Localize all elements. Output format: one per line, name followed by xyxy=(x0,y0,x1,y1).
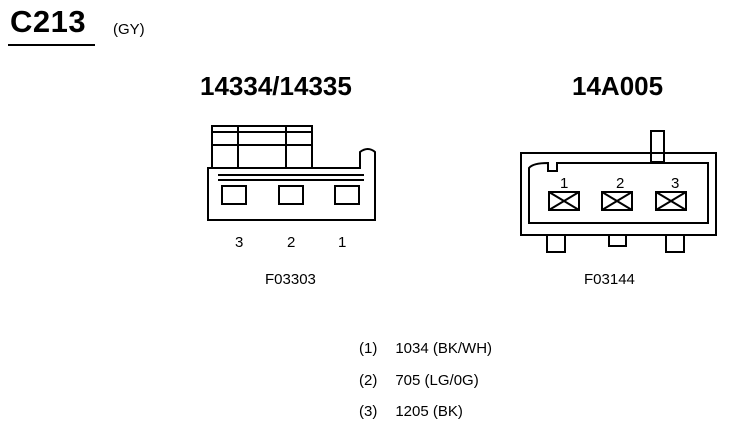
wire-pin: (2) xyxy=(359,372,378,389)
connector-color: (GY) xyxy=(113,21,145,38)
wire-description: 1034 (BK/WH) xyxy=(395,340,493,357)
left-connector-title: 14334/14335 xyxy=(200,71,352,101)
right-pin-label: 1 xyxy=(560,175,569,192)
right-terminal-1 xyxy=(548,191,580,211)
left-cavity-2 xyxy=(278,185,304,205)
right-connector-title: 14A005 xyxy=(572,71,664,101)
right-connector-foot-right xyxy=(665,234,685,253)
left-pin-label: 1 xyxy=(338,234,347,251)
wire-row: (2) 705 (LG/0G) xyxy=(359,372,479,390)
wire-pin: (3) xyxy=(359,403,378,420)
connector-id: C213 xyxy=(10,4,87,39)
wire-row: (1) 1034 (BK/WH) xyxy=(359,340,492,358)
right-connector-foot-middle xyxy=(608,234,627,247)
right-connector-inner xyxy=(528,161,709,224)
right-connector-drawing xyxy=(520,130,717,253)
right-connector-foot-left xyxy=(546,234,566,253)
right-terminal-3 xyxy=(655,191,687,211)
wire-description: 705 (LG/0G) xyxy=(395,372,479,389)
wire-row: (3) 1205 (BK) xyxy=(359,403,463,421)
right-figure-code: F03144 xyxy=(584,271,635,288)
right-pin-label: 3 xyxy=(671,175,680,192)
left-connector-drawing xyxy=(207,125,376,221)
left-pin-label: 3 xyxy=(235,234,244,251)
left-connector-body xyxy=(207,148,376,221)
left-cavity-3 xyxy=(221,185,247,205)
connector-id-underline xyxy=(8,44,95,46)
wire-pin: (1) xyxy=(359,340,378,357)
left-figure-code: F03303 xyxy=(265,271,316,288)
right-connector-key-tab xyxy=(650,130,665,163)
left-pin-label: 2 xyxy=(287,234,296,251)
wire-description: 1205 (BK) xyxy=(395,403,463,420)
right-pin-label: 2 xyxy=(616,175,625,192)
right-terminal-2 xyxy=(601,191,633,211)
left-cavity-1 xyxy=(334,185,360,205)
